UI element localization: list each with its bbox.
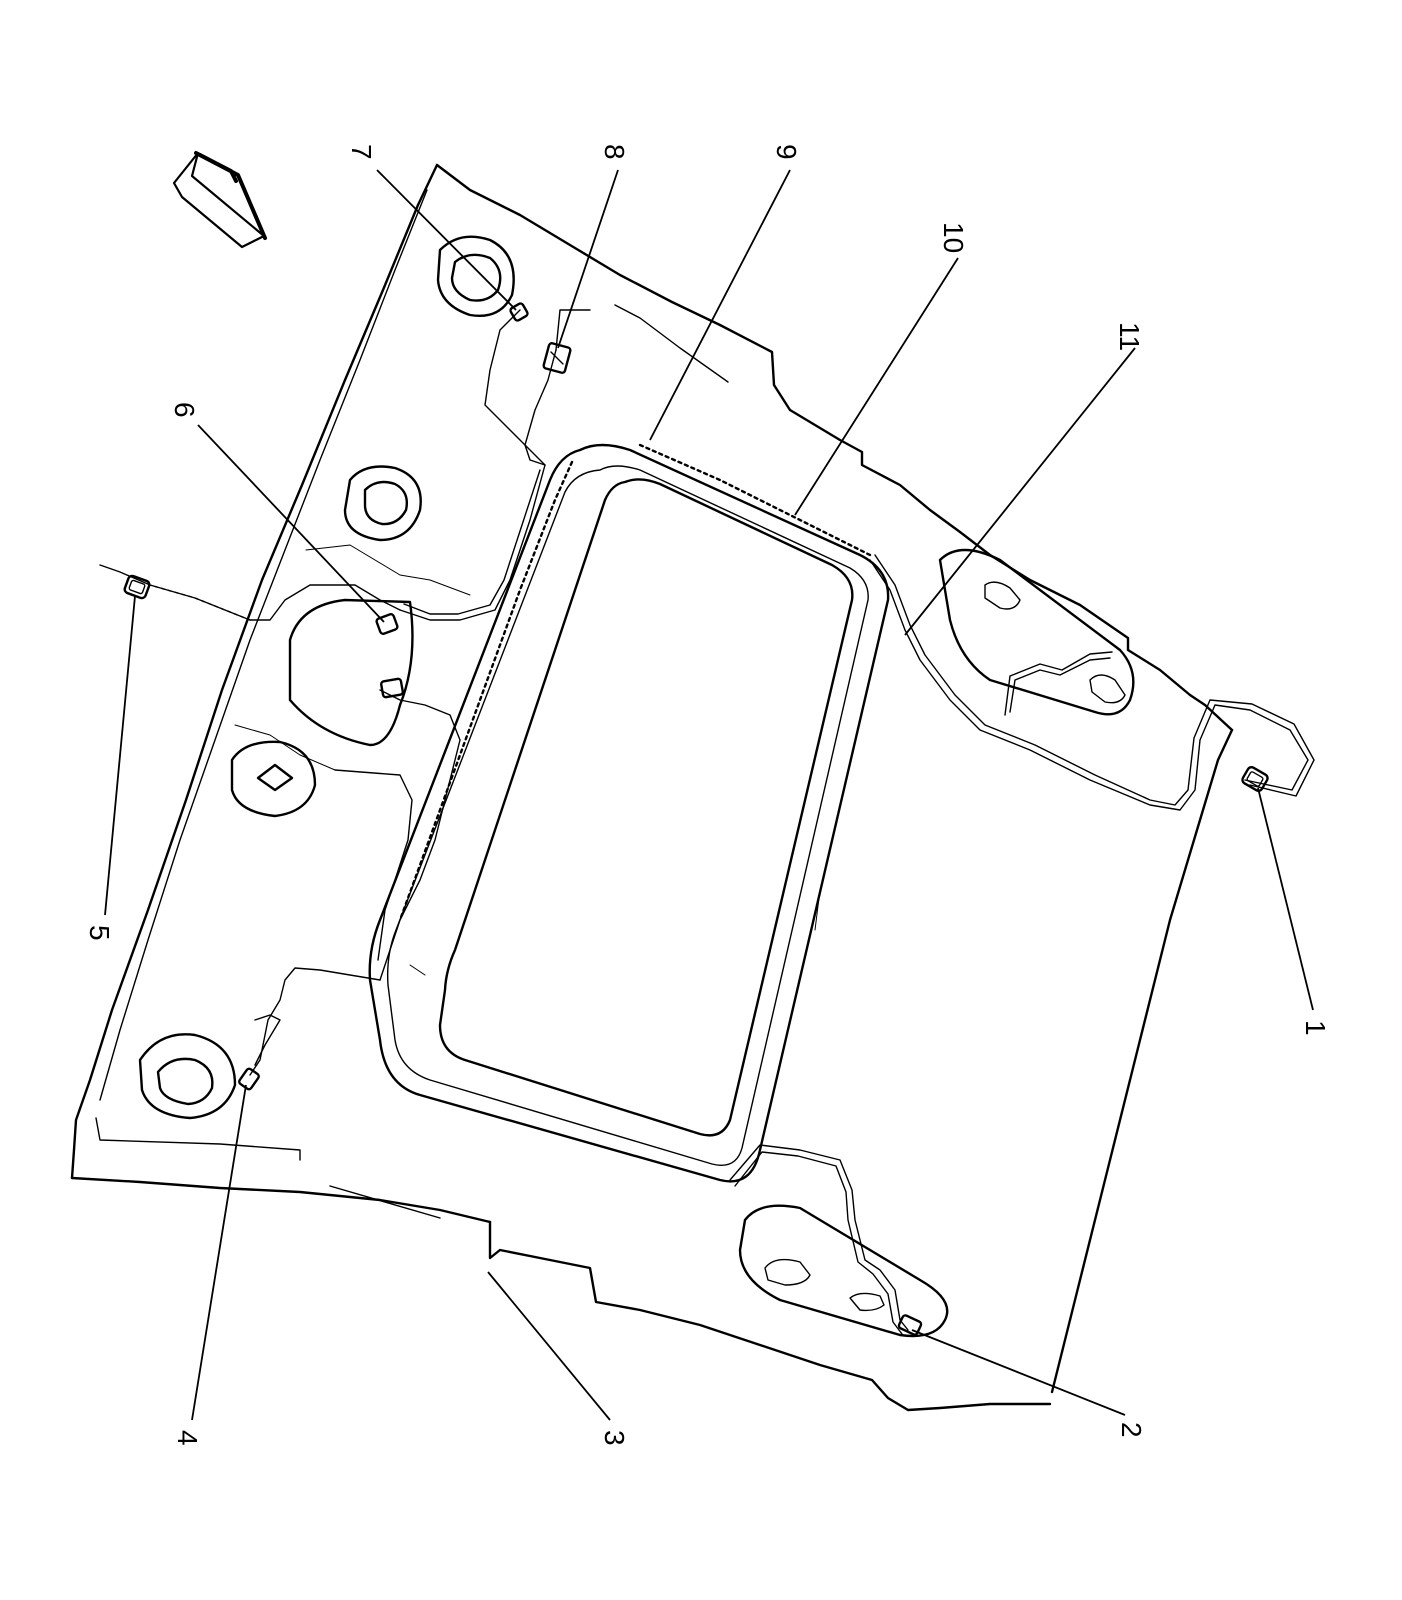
connector-4: [238, 1067, 260, 1091]
leader-10: [794, 257, 959, 516]
rear-sunshade-area: [738, 1204, 949, 1338]
leader-2: [911, 1329, 1126, 1416]
leader-6: [197, 424, 385, 623]
leader-8: [557, 169, 619, 349]
callout-7: 7: [346, 144, 377, 160]
callout-5: 5: [84, 925, 115, 941]
leader-1: [1257, 787, 1314, 1011]
leader-4: [191, 1084, 247, 1421]
connector-7: [509, 302, 529, 322]
callout-9: 9: [771, 144, 802, 160]
leader-9: [649, 169, 791, 441]
connector-2: [897, 1314, 923, 1336]
callout-2: 2: [1116, 1422, 1147, 1438]
callout-leaders: [104, 169, 1314, 1421]
leader-3: [487, 1271, 611, 1421]
front-sunshade-area: [938, 548, 1135, 716]
connector-dome-lamp: [380, 677, 404, 699]
front-direction-arrow-icon: [172, 151, 267, 249]
connector-1: [1241, 765, 1269, 793]
callout-labels: 1 2 3 4 5 6 7 8 9 10 11: [84, 144, 1331, 1446]
leader-5: [104, 595, 136, 916]
coat-hook-rear: [138, 1033, 237, 1120]
callout-11: 11: [1114, 322, 1145, 351]
leader-11: [904, 347, 1136, 636]
callout-6: 6: [169, 402, 200, 418]
callout-1: 1: [1300, 1020, 1331, 1036]
dome-lamp-opening: [288, 598, 414, 747]
coat-hook-front: [436, 235, 515, 317]
headliner-panel: [70, 163, 1234, 1412]
wiring-harness: [99, 309, 1315, 1335]
connector-8: [542, 342, 572, 374]
roof-opening-frame: [368, 443, 890, 1183]
callout-4: 4: [172, 1430, 203, 1446]
callout-3: 3: [599, 1430, 630, 1446]
callout-10: 10: [938, 222, 969, 253]
connector-6: [375, 613, 399, 635]
coat-hook-middle: [343, 465, 422, 542]
connector-5: [123, 574, 151, 600]
coat-hook-rear-middle: [230, 740, 317, 818]
callout-8: 8: [599, 144, 630, 160]
leader-7: [376, 169, 517, 311]
